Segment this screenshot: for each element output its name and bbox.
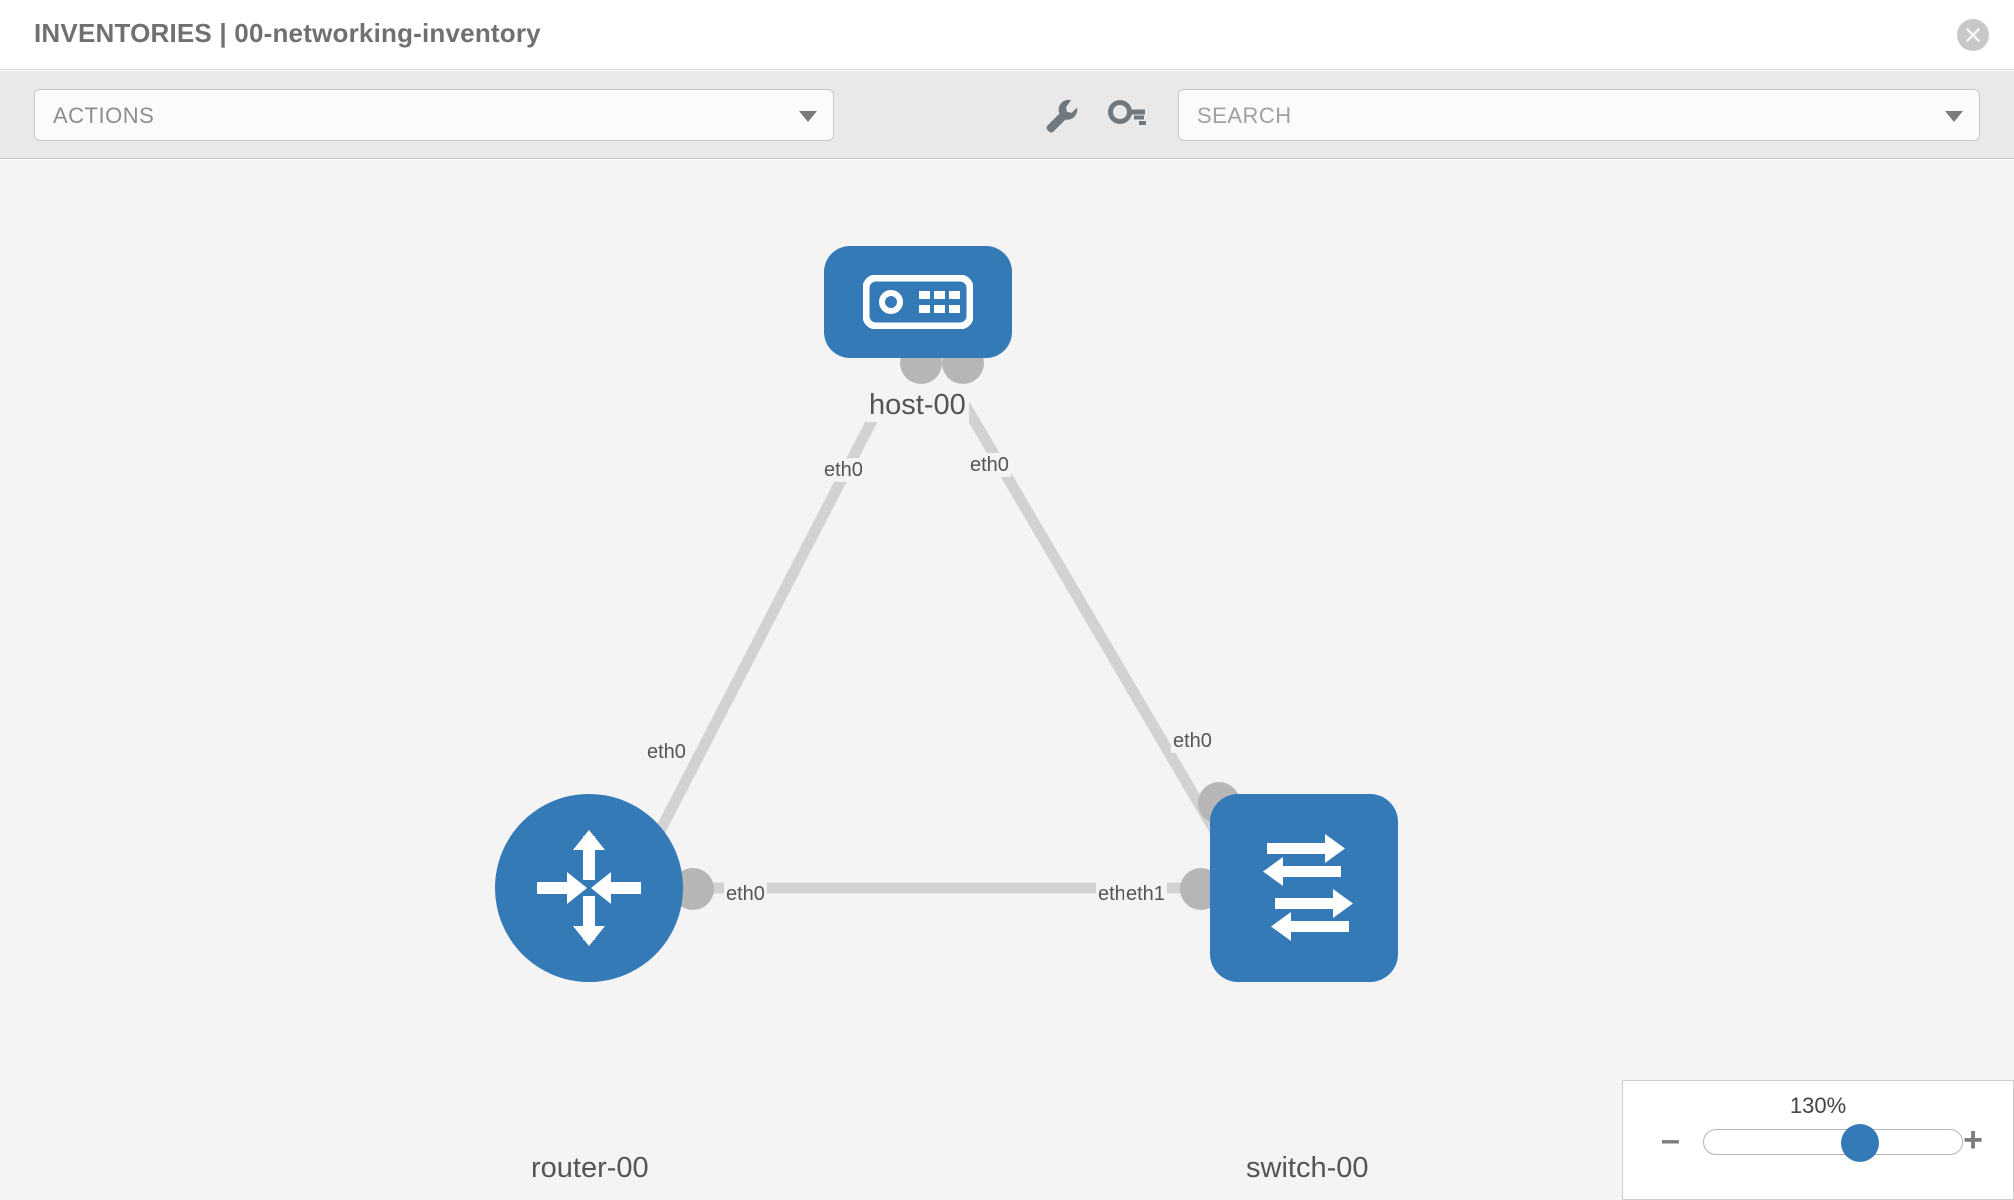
edge-label-switch00-eth1: eth1 — [1124, 882, 1167, 906]
wrench-icon-glyph — [1046, 99, 1078, 133]
search-chevron-down-icon[interactable] — [1945, 111, 1963, 122]
actions-dropdown[interactable]: ACTIONS — [34, 89, 834, 141]
zoom-slider[interactable] — [1703, 1124, 1963, 1162]
actions-dropdown-label: ACTIONS — [53, 103, 155, 128]
search-input[interactable]: SEARCH — [1178, 89, 1980, 141]
topology-canvas[interactable]: host-00 router-00 switch-00 eth0 eth0 et… — [0, 160, 2014, 1200]
edge-label-host00-eth0-left: eth0 — [822, 458, 865, 482]
node-label-switch-00: switch-00 — [1243, 1151, 1372, 1185]
edge-label-router00-eth0-upper: eth0 — [645, 740, 688, 764]
switch-00-shape — [1210, 794, 1398, 982]
router-arrows-icon — [537, 830, 641, 946]
node-label-host-00: host-00 — [866, 388, 969, 422]
topology-node-router-00[interactable] — [495, 794, 683, 982]
page-header: INVENTORIES | 00-networking-inventory — [0, 0, 2014, 70]
close-button[interactable] — [1957, 19, 1989, 51]
switch-arrows-icon — [1263, 834, 1353, 941]
chevron-down-icon — [799, 111, 817, 122]
page-title: INVENTORIES | 00-networking-inventory — [34, 18, 541, 48]
edge-label-switch00-eth0-upper: eth0 — [1171, 729, 1214, 753]
zoom-slider-thumb[interactable] — [1841, 1124, 1879, 1162]
zoom-in-button[interactable]: + — [1963, 1121, 1983, 1159]
key-icon[interactable] — [1107, 97, 1147, 135]
zoom-value-label: 130% — [1789, 1093, 1847, 1118]
host-00-shape — [824, 246, 1012, 358]
zoom-control-panel: 130% – + — [1622, 1080, 2014, 1200]
node-label-router-00: router-00 — [528, 1151, 652, 1185]
topology-node-switch-00[interactable] — [1210, 794, 1398, 982]
search-placeholder: SEARCH — [1197, 103, 1292, 128]
wrench-icon[interactable] — [1040, 97, 1080, 135]
edge-label-router00-eth0: eth0 — [724, 882, 767, 906]
zoom-out-button[interactable]: – — [1661, 1121, 1680, 1159]
edge-host00-switch00 — [960, 402, 1237, 863]
router-00-shape — [495, 794, 683, 982]
edge-label-host00-eth0-right: eth0 — [968, 453, 1011, 477]
toolbar: ACTIONS SEARCH — [0, 71, 2014, 159]
server-icon — [863, 275, 973, 329]
topology-node-host-00[interactable] — [824, 246, 1012, 358]
key-icon-glyph — [1108, 100, 1146, 125]
close-icon — [1966, 28, 1980, 42]
